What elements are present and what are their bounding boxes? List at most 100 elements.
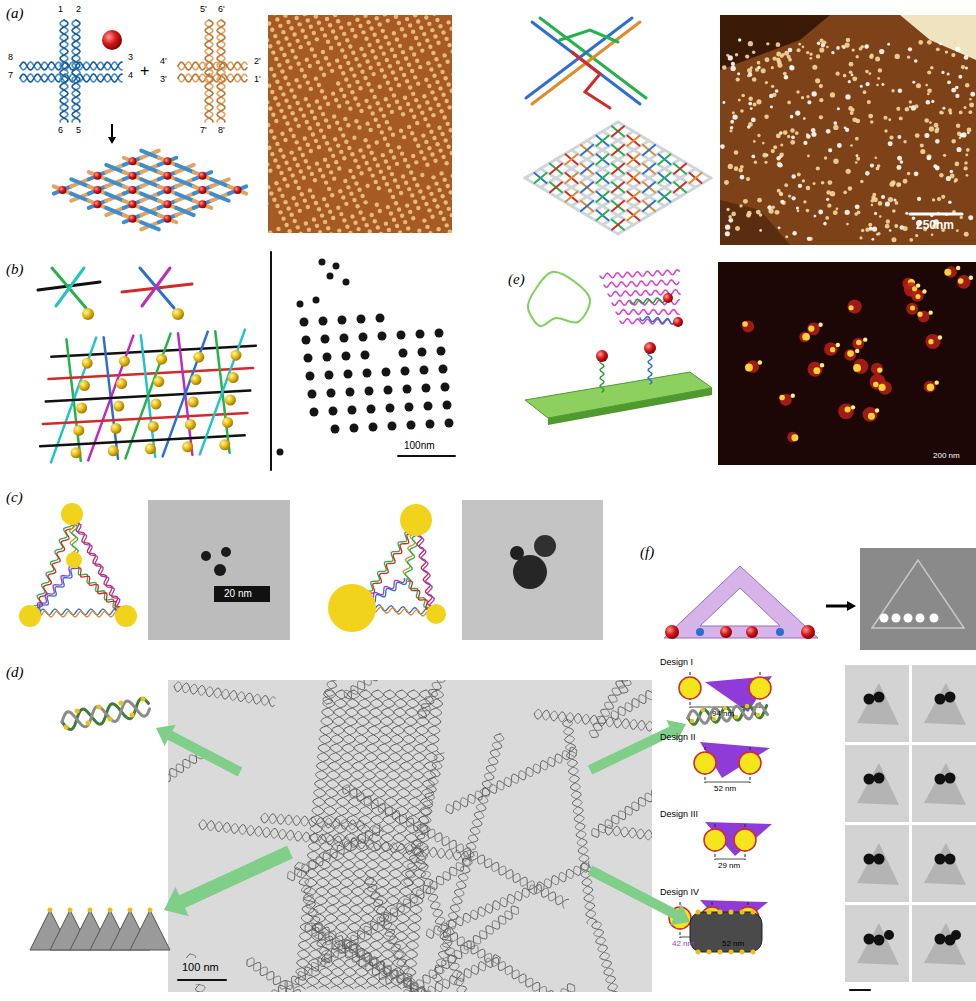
dna-strand	[534, 710, 652, 741]
origami-shadow	[857, 843, 899, 885]
afm-spot	[306, 80, 310, 84]
afm-spot	[401, 174, 405, 178]
afm-spot	[391, 133, 395, 137]
gold-dot	[321, 335, 330, 344]
afm-spot	[381, 29, 385, 33]
afm-spot	[434, 181, 438, 185]
afm-spot	[835, 72, 839, 76]
lattice-strand	[49, 368, 254, 379]
afm-spot	[355, 18, 359, 22]
afm-spot	[725, 231, 730, 236]
afm-spot	[941, 195, 945, 199]
afm-spot	[747, 125, 751, 129]
afm-spot	[404, 56, 408, 60]
gold-nanoparticle	[739, 752, 761, 774]
afm-spot	[874, 156, 877, 159]
afm-spot	[317, 145, 321, 149]
afm-spot	[918, 40, 923, 45]
strand-number: 8	[8, 53, 13, 62]
afm-spot	[863, 90, 867, 94]
dimension-line	[705, 782, 750, 783]
lattice-strand	[211, 179, 229, 186]
afm-spot	[349, 191, 353, 195]
dna-strand	[572, 52, 610, 108]
lattice-strand	[618, 178, 711, 234]
afm-spot	[344, 140, 348, 144]
afm-spot	[324, 180, 328, 184]
gold-nanoparticle	[663, 293, 673, 303]
afm-spot	[752, 51, 755, 54]
afm-spot	[387, 166, 391, 170]
afm-blob	[956, 266, 960, 270]
afm-spot	[757, 66, 760, 69]
lattice-strand	[54, 186, 72, 193]
afm-spot	[375, 203, 379, 207]
origami-shadow	[857, 683, 899, 725]
gold-dot	[874, 773, 885, 784]
afm-spot	[429, 129, 433, 133]
afm-spot	[383, 136, 387, 140]
afm-spot	[274, 119, 278, 123]
afm-spot	[968, 110, 972, 114]
gold-nanoparticle	[113, 401, 124, 412]
afm-spot	[307, 41, 311, 45]
lattice-strand	[89, 172, 107, 179]
afm-spot	[414, 36, 418, 40]
lattice-strand	[612, 145, 624, 155]
gold-dot	[935, 934, 946, 945]
gold-dot	[384, 386, 393, 395]
lattice-strand	[643, 182, 655, 192]
afm-spot	[282, 115, 286, 119]
gold-dot	[751, 910, 756, 915]
scale-label: 100 nm	[182, 962, 219, 973]
afm-spot	[790, 140, 795, 145]
lattice-strand	[659, 154, 671, 164]
afm-spot	[302, 113, 306, 117]
afm-spot	[828, 148, 832, 152]
afm-spot	[833, 210, 838, 215]
afm-spot	[872, 226, 877, 231]
afm-spot	[268, 77, 269, 81]
lattice-strand	[159, 215, 177, 222]
gold-dot	[64, 725, 69, 730]
afm-spot	[351, 175, 355, 179]
afm-spot	[321, 50, 325, 54]
lattice-strand	[581, 182, 593, 192]
lattice-strand	[674, 182, 686, 192]
afm-spot	[307, 228, 311, 232]
afm-spot	[427, 22, 431, 26]
afm-spot	[966, 148, 970, 152]
dna-strand	[62, 701, 150, 727]
dna-strand	[73, 518, 125, 614]
afm-spot	[281, 216, 285, 220]
afm-spot	[297, 84, 301, 88]
afm-spot	[278, 86, 282, 90]
lattice-strand	[89, 186, 107, 193]
afm-spot	[372, 95, 376, 99]
afm-spot	[424, 78, 428, 82]
afm-blob	[871, 363, 883, 375]
afm-blob	[742, 321, 754, 333]
afm-spot	[413, 137, 417, 141]
gold-dot	[880, 614, 889, 623]
afm-spot	[435, 204, 439, 208]
afm-spot	[405, 79, 409, 83]
lattice-strand	[690, 173, 702, 183]
afm-spot	[328, 210, 332, 214]
gold-dot	[916, 614, 925, 623]
afm-spot	[345, 38, 349, 42]
afm-spot	[777, 63, 782, 68]
gold-dot	[864, 694, 875, 705]
afm-spot	[288, 65, 292, 69]
afm-spot	[446, 184, 450, 188]
afm-spot	[959, 110, 963, 114]
scale-bar	[178, 979, 226, 981]
afm-spot	[409, 108, 413, 112]
afm-spot	[450, 49, 452, 53]
gold-dot	[756, 713, 760, 717]
afm-spot	[889, 182, 894, 187]
afm-spot	[775, 210, 780, 215]
afm-background	[720, 15, 830, 70]
dna-strand	[420, 680, 477, 718]
afm-spot	[438, 24, 442, 28]
